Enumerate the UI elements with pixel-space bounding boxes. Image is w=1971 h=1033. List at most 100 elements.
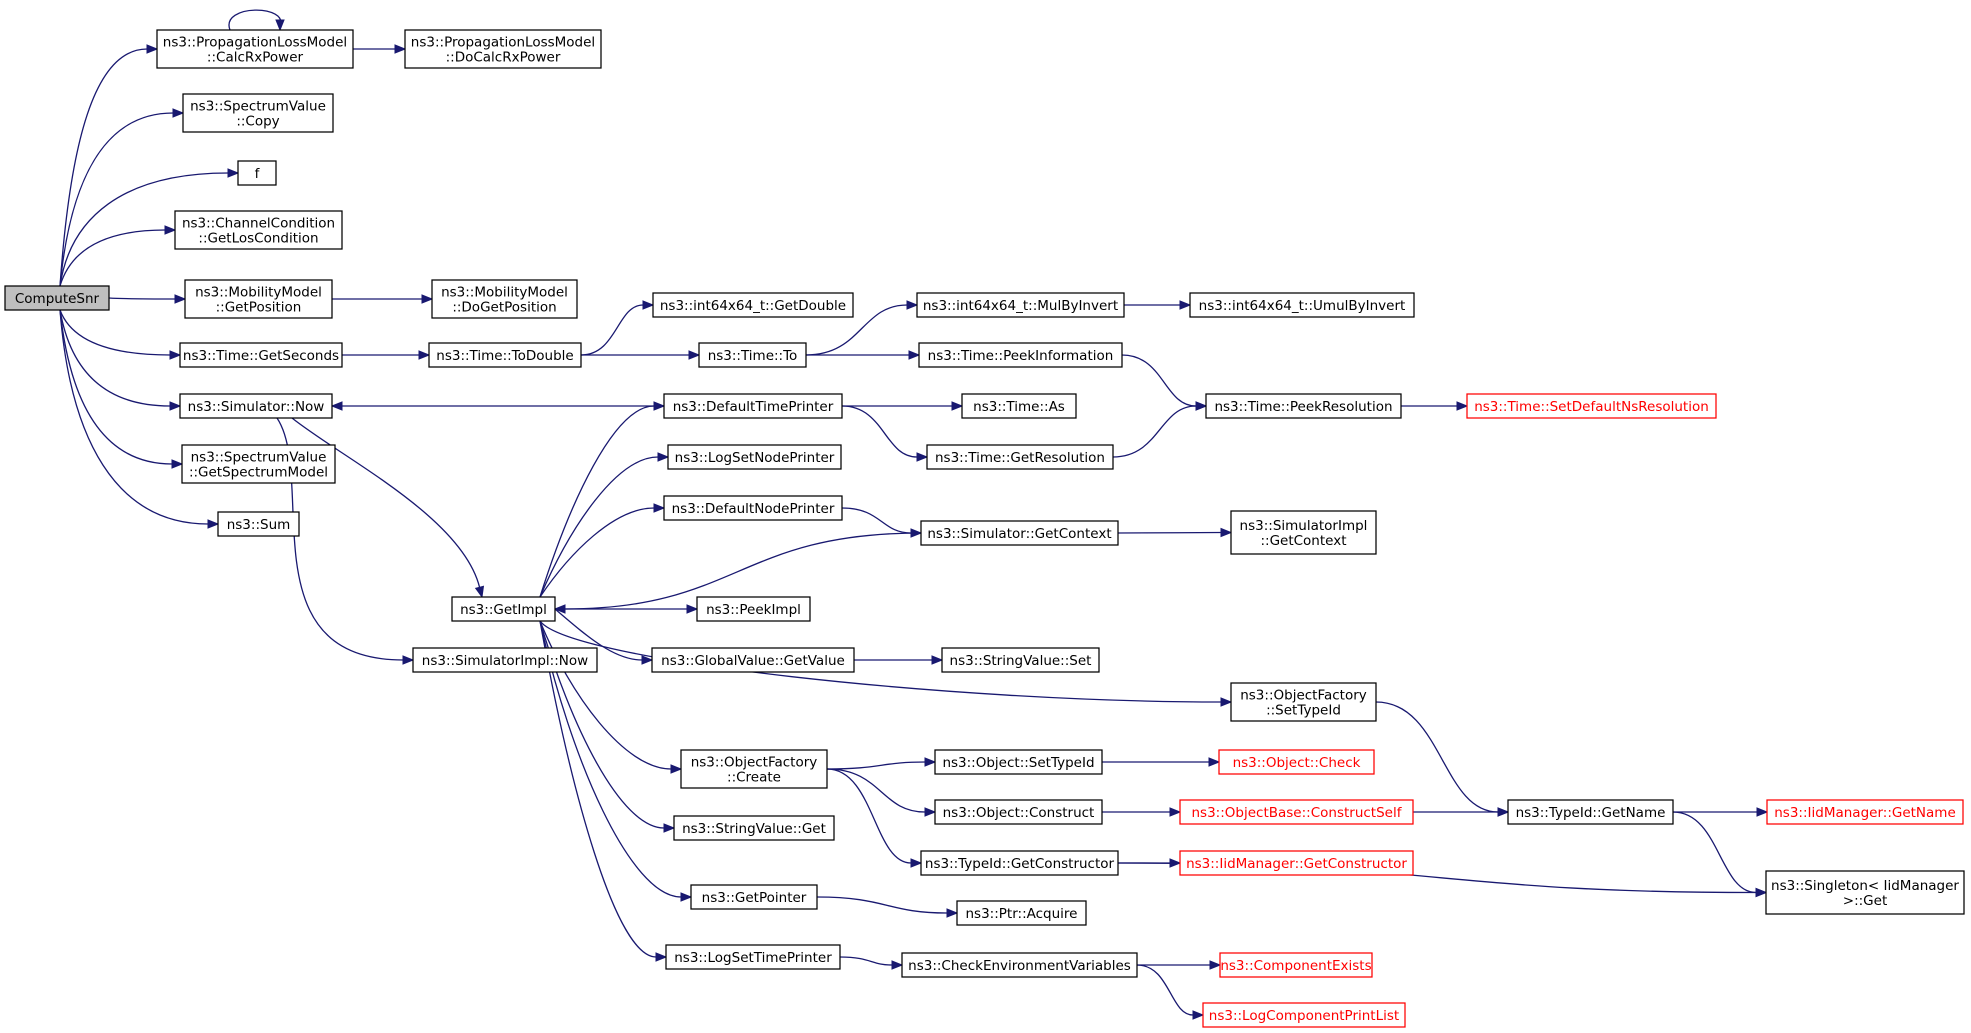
call-edge-checkEnv-to-compExists [1137, 960, 1222, 970]
node-to[interactable]: ns3::Time::To [698, 342, 807, 368]
node-label: ns3::PropagationLossModel [411, 35, 595, 51]
node-box [920, 850, 1119, 876]
node-getSeconds[interactable]: ns3::Time::GetSeconds [179, 342, 343, 368]
node-f[interactable]: f [237, 160, 277, 186]
node-label: ns3::Time::As [973, 399, 1065, 415]
node-objSetTypeId[interactable]: ns3::Object::SetTypeId [934, 749, 1103, 775]
node-doGetPos[interactable]: ns3::MobilityModel::DoGetPosition [431, 279, 578, 319]
node-box [1219, 952, 1373, 978]
edge-line [59, 229, 166, 287]
node-box [431, 279, 578, 319]
edge-line [291, 417, 481, 588]
node-label: ns3::Time::SetDefaultNsResolution [1474, 399, 1709, 415]
edge-line [59, 309, 171, 407]
node-defTimePrinter[interactable]: ns3::DefaultTimePrinter [663, 393, 843, 419]
node-svSet[interactable]: ns3::StringValue::Set [941, 647, 1100, 673]
call-edge-toDouble-to-getDouble [580, 300, 655, 356]
edge-line [1375, 701, 1499, 813]
node-toDouble[interactable]: ns3::Time::ToDouble [428, 342, 582, 368]
arrowhead [653, 503, 666, 513]
node-setDefNs[interactable]: ns3::Time::SetDefaultNsResolution [1466, 393, 1717, 419]
node-timeAs[interactable]: ns3::Time::As [961, 393, 1077, 419]
node-gvGetValue[interactable]: ns3::GlobalValue::GetValue [651, 647, 855, 673]
node-iidGetName[interactable]: ns3::IidManager::GetName [1766, 799, 1964, 825]
node-label: ns3::Time::To [708, 348, 798, 364]
node-calcrx[interactable]: ns3::PropagationLossModel::CalcRxPower [156, 29, 354, 69]
node-getPointer[interactable]: ns3::GetPointer [690, 884, 818, 910]
node-label: ns3::ObjectBase::ConstructSelf [1192, 805, 1403, 821]
call-edge-to-to-mulByInvert [805, 300, 919, 356]
node-label: ns3::SimulatorImpl [1240, 518, 1368, 534]
call-edge-logSetTimePrinter-to-checkEnv [839, 956, 904, 970]
edge-line [826, 768, 926, 813]
node-checkEnv[interactable]: ns3::CheckEnvironmentVariables [901, 952, 1138, 978]
call-edge-root-to-getLos [59, 225, 177, 287]
edge-line [539, 620, 682, 898]
node-label: ::GetSpectrumModel [189, 465, 328, 481]
edge-line [841, 405, 918, 458]
arrowhead [207, 519, 220, 529]
call-edge-getImpl-to-getPointer [539, 620, 693, 902]
node-compExists[interactable]: ns3::ComponentExists [1219, 952, 1373, 978]
node-label: ns3::IidManager::GetConstructor [1186, 856, 1407, 872]
node-umulByInvert[interactable]: ns3::int64x64_t::UmulByInvert [1189, 292, 1415, 318]
node-label: ns3::LogSetNodePrinter [675, 450, 835, 466]
node-getDouble[interactable]: ns3::int64x64_t::GetDouble [652, 292, 854, 318]
node-objCheck[interactable]: ns3::Object::Check [1218, 749, 1375, 775]
node-getRes[interactable]: ns3::Time::GetResolution [926, 444, 1114, 470]
node-simNow[interactable]: ns3::Simulator::Now [179, 393, 333, 419]
node-getLos[interactable]: ns3::ChannelCondition::GetLosCondition [174, 210, 343, 250]
edge-line [839, 956, 893, 966]
call-edge-root-to-f [59, 168, 240, 287]
node-simImplGetCtx[interactable]: ns3::SimulatorImpl::GetContext [1230, 510, 1377, 555]
node-ofSetTypeId[interactable]: ns3::ObjectFactory::SetTypeId [1230, 682, 1377, 722]
node-peekInfo[interactable]: ns3::Time::PeekInformation [918, 342, 1123, 368]
node-svGet[interactable]: ns3::StringValue::Get [673, 815, 835, 841]
arrowhead [1195, 401, 1208, 411]
node-box [698, 342, 807, 368]
node-objConstruct[interactable]: ns3::Object::Construct [934, 799, 1103, 825]
node-box [217, 511, 300, 537]
node-label: >::Get [1843, 893, 1887, 909]
node-docalcrx[interactable]: ns3::PropagationLossModel::DoCalcRxPower [404, 29, 602, 69]
node-typeIdGetName[interactable]: ns3::TypeId::GetName [1507, 799, 1674, 825]
node-box [1189, 292, 1415, 318]
call-edge-root-to-getPos [108, 294, 187, 304]
arrowhead [891, 960, 904, 970]
node-box [916, 292, 1125, 318]
node-specCopy[interactable]: ns3::SpectrumValue::Copy [182, 93, 334, 133]
node-simGetCtx[interactable]: ns3::Simulator::GetContext [920, 520, 1119, 546]
node-box [1507, 799, 1674, 825]
node-mulByInvert[interactable]: ns3::int64x64_t::MulByInvert [916, 292, 1125, 318]
node-getSpecModel[interactable]: ns3::SpectrumValue::GetSpectrumModel [181, 444, 336, 484]
node-root[interactable]: ComputeSnr [4, 285, 110, 311]
node-label: ns3::Time::GetSeconds [183, 348, 339, 364]
node-logCompPrint[interactable]: ns3::LogComponentPrintList [1202, 1002, 1406, 1028]
node-obConstructSelf[interactable]: ns3::ObjectBase::ConstructSelf [1179, 799, 1414, 825]
call-edge-getImpl-to-logSetNodePrinter [539, 452, 670, 598]
node-singletonGet[interactable]: ns3::Singleton< IidManager >::Get [1765, 870, 1965, 915]
node-iidGetCtor[interactable]: ns3::IidManager::GetConstructor [1179, 850, 1414, 876]
arrowhead [402, 655, 415, 665]
node-simImplNow[interactable]: ns3::SimulatorImpl::Now [412, 647, 598, 673]
node-peekImpl[interactable]: ns3::PeekImpl [696, 596, 811, 622]
node-ptrAcquire[interactable]: ns3::Ptr::Acquire [956, 900, 1087, 926]
node-logSetNodePrinter[interactable]: ns3::LogSetNodePrinter [667, 444, 842, 470]
node-box [156, 29, 354, 69]
node-peekRes[interactable]: ns3::Time::PeekResolution [1205, 393, 1402, 419]
node-box [1765, 870, 1965, 915]
edge-line [539, 405, 655, 598]
node-typeIdGetCtor[interactable]: ns3::TypeId::GetConstructor [920, 850, 1119, 876]
arrowhead [1220, 697, 1233, 707]
call-edge-objSetTypeId-to-objCheck [1102, 757, 1221, 767]
node-defNodePrinter[interactable]: ns3::DefaultNodePrinter [663, 495, 843, 521]
node-logSetTimePrinter[interactable]: ns3::LogSetTimePrinter [665, 944, 841, 970]
edge-line [841, 507, 912, 534]
arrowhead [910, 858, 923, 868]
call-edge-typeIdGetName-to-singletonGet [1672, 811, 1768, 898]
node-sum[interactable]: ns3::Sum [217, 511, 300, 537]
node-getPos[interactable]: ns3::MobilityModel::GetPosition [184, 279, 333, 319]
node-ofCreate[interactable]: ns3::ObjectFactory::Create [680, 749, 828, 789]
node-getImpl[interactable]: ns3::GetImpl [451, 596, 556, 622]
node-box [673, 815, 835, 841]
